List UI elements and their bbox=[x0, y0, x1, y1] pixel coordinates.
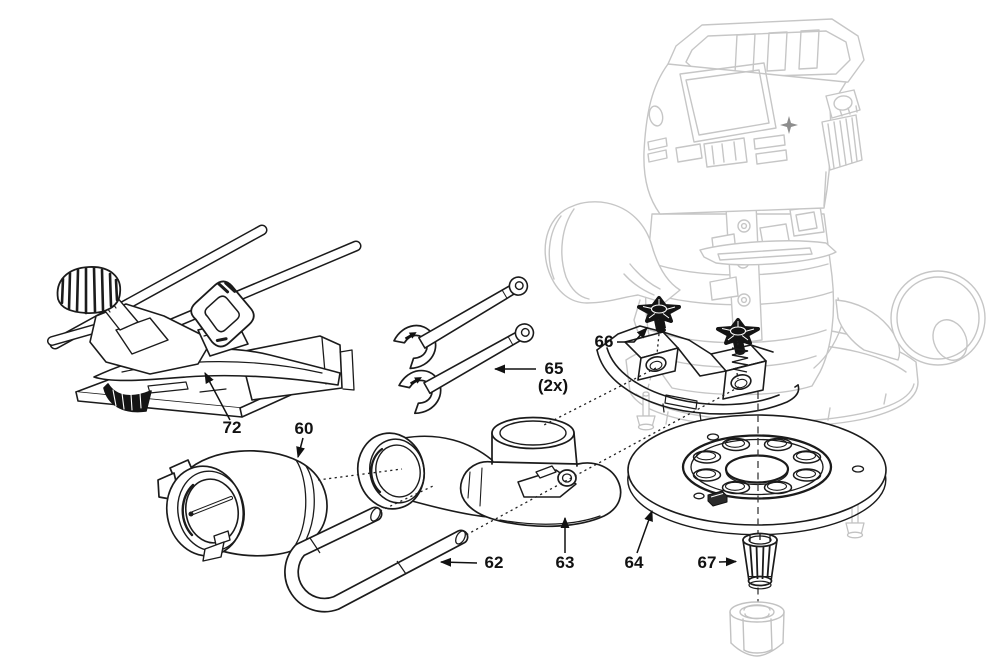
part-label-64: 64 bbox=[624, 553, 644, 573]
router-base-pocket bbox=[596, 325, 800, 422]
part-64-sub-base-plate bbox=[627, 414, 887, 536]
clamp-star-knobs-66 bbox=[637, 296, 760, 380]
part-60-dust-adapter bbox=[157, 449, 328, 562]
ghost-collet-nut bbox=[729, 601, 785, 657]
part-label-62: 62 bbox=[484, 553, 504, 573]
part-label-65: 65 bbox=[544, 359, 564, 379]
leader-lines bbox=[204, 327, 738, 567]
part-label-60: 60 bbox=[294, 419, 314, 439]
part-label-65-qty: (2x) bbox=[537, 376, 569, 396]
part-65-wrenches bbox=[390, 262, 544, 418]
part-67-collet bbox=[742, 532, 778, 590]
part-label-72: 72 bbox=[222, 418, 242, 438]
part-63-dust-shroud bbox=[356, 416, 622, 528]
part-72-edge-guide bbox=[47, 224, 362, 418]
ghost-router-body bbox=[544, 18, 986, 428]
part-label-63: 63 bbox=[555, 553, 575, 573]
part-label-67: 67 bbox=[697, 553, 717, 573]
alignment-dotted-lines bbox=[317, 367, 740, 536]
part-label-66: 66 bbox=[594, 332, 614, 352]
part-62-u-handle-rod bbox=[284, 506, 469, 613]
